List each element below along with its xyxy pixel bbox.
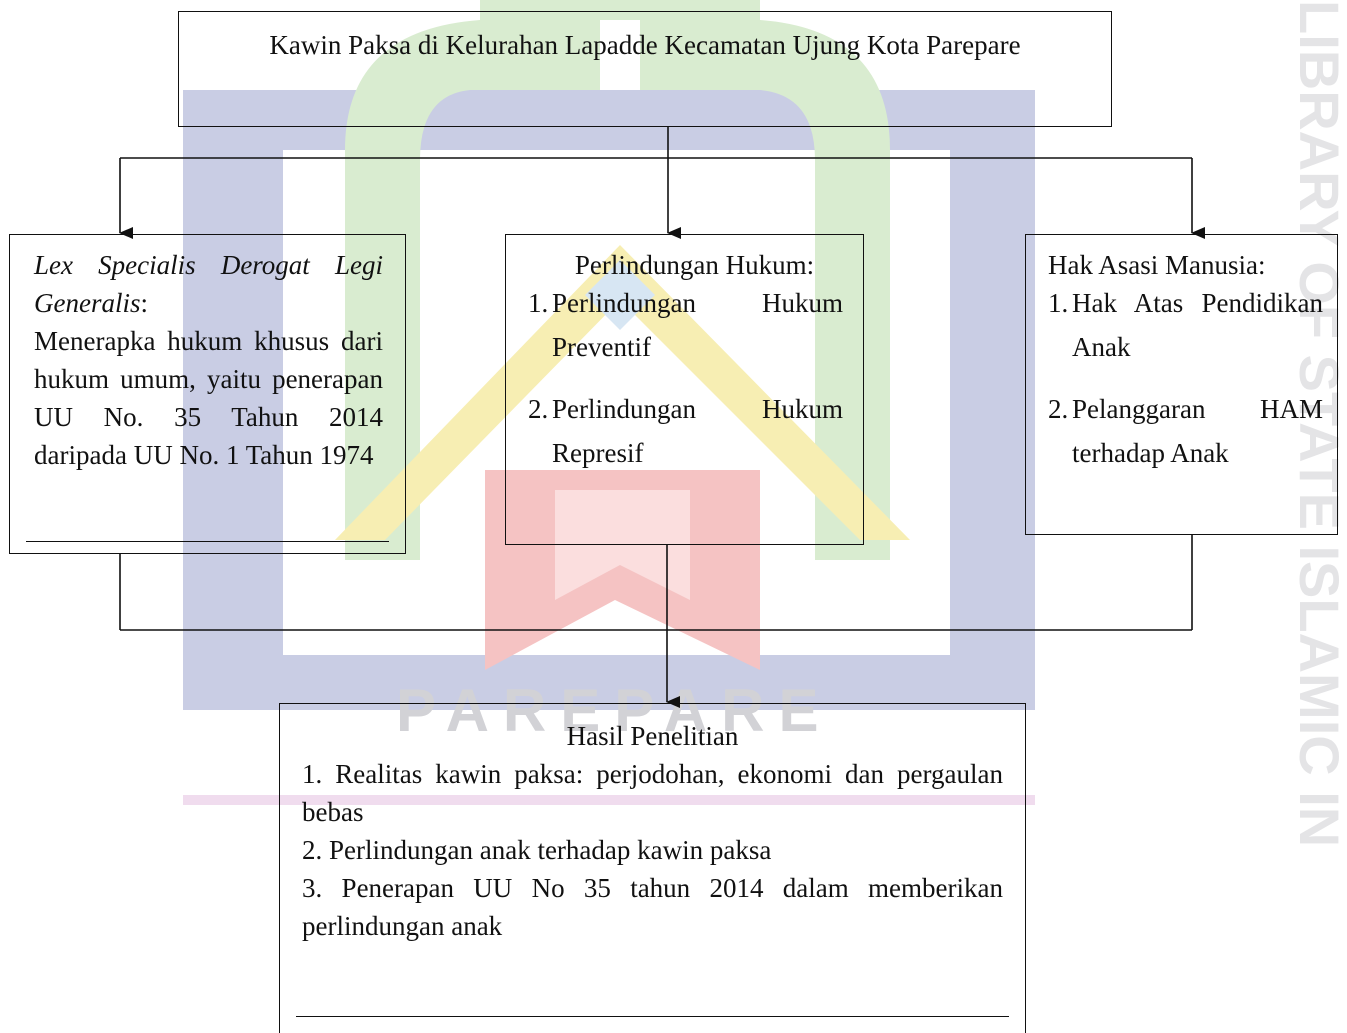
perlindungan-item-1-text: Perlindungan Hukum Preventif xyxy=(552,288,843,362)
perlindungan-item-1-num: 1. xyxy=(528,288,549,318)
perlindungan-item-2: 2. Perlindungan Hukum Represif xyxy=(528,390,843,475)
watermark-green-top xyxy=(480,0,760,20)
watermark-frame-bottom xyxy=(183,655,1035,710)
watermark-arch-right xyxy=(640,20,890,560)
ham-item-2-text: Pelanggaran HAM terhadap Anak xyxy=(1072,394,1323,468)
hasil-item-3: 3. Penerapan UU No 35 tahun 2014 dalam m… xyxy=(302,873,1003,941)
watermark-book xyxy=(485,470,760,670)
watermark-frame-top xyxy=(183,90,1035,150)
hasil-penelitian-box: Hasil Penelitian 1. Realitas kawin paksa… xyxy=(279,703,1026,1033)
lex-specialis-rule xyxy=(26,541,389,542)
lex-specialis-heading-colon: : xyxy=(140,288,148,318)
watermark-roof xyxy=(335,245,910,540)
lex-specialis-body: Menerapka hukum khusus dari hukum umum, … xyxy=(34,326,383,470)
lex-specialis-box: Lex Specialis Derogat Legi Generalis: Me… xyxy=(9,234,406,554)
hasil-penelitian-rule xyxy=(296,1016,1009,1017)
hak-asasi-manusia-box: Hak Asasi Manusia: 1. Hak Atas Pendidika… xyxy=(1025,234,1338,535)
perlindungan-hukum-heading: Perlindungan Hukum: xyxy=(574,250,815,280)
title-box: Kawin Paksa di Kelurahan Lapadde Kecamat… xyxy=(178,11,1112,127)
ham-item-1: 1. Hak Atas Pendidikan Anak xyxy=(1048,284,1323,369)
watermark-arch-left xyxy=(345,20,600,560)
hasil-penelitian-heading: Hasil Penelitian xyxy=(566,721,739,751)
title-text: Kawin Paksa di Kelurahan Lapadde Kecamat… xyxy=(269,30,1021,60)
watermark-center-text: PAREPARE xyxy=(396,677,833,744)
watermark-diamond xyxy=(585,260,655,330)
ham-item-2: 2. Pelanggaran HAM terhadap Anak xyxy=(1048,390,1323,475)
perlindungan-hukum-box: Perlindungan Hukum: 1. Perlindungan Huku… xyxy=(505,234,864,545)
lex-specialis-heading-italic: Lex Specialis Derogat Legi Generalis xyxy=(34,250,383,318)
perlindungan-item-2-num: 2. xyxy=(528,394,549,424)
perlindungan-item-1: 1. Perlindungan Hukum Preventif xyxy=(528,284,843,369)
ham-item-1-text: Hak Atas Pendidikan Anak xyxy=(1072,288,1323,362)
watermark-book-fold xyxy=(555,490,690,600)
ham-item-2-num: 2. xyxy=(1048,394,1069,424)
watermark-frame-right xyxy=(950,90,1035,710)
watermark-frame-left xyxy=(183,90,283,710)
perlindungan-item-2-text: Perlindungan Hukum Represif xyxy=(552,394,843,468)
ham-heading: Hak Asasi Manusia: xyxy=(1048,250,1266,280)
hasil-item-2: 2. Perlindungan anak terhadap kawin paks… xyxy=(302,835,772,865)
watermark-strip xyxy=(183,795,1035,805)
hasil-item-1: 1. Realitas kawin paksa: perjodohan, eko… xyxy=(302,759,1003,827)
lex-specialis-heading: Lex Specialis Derogat Legi Generalis: xyxy=(34,246,383,322)
ham-item-1-num: 1. xyxy=(1048,288,1069,318)
